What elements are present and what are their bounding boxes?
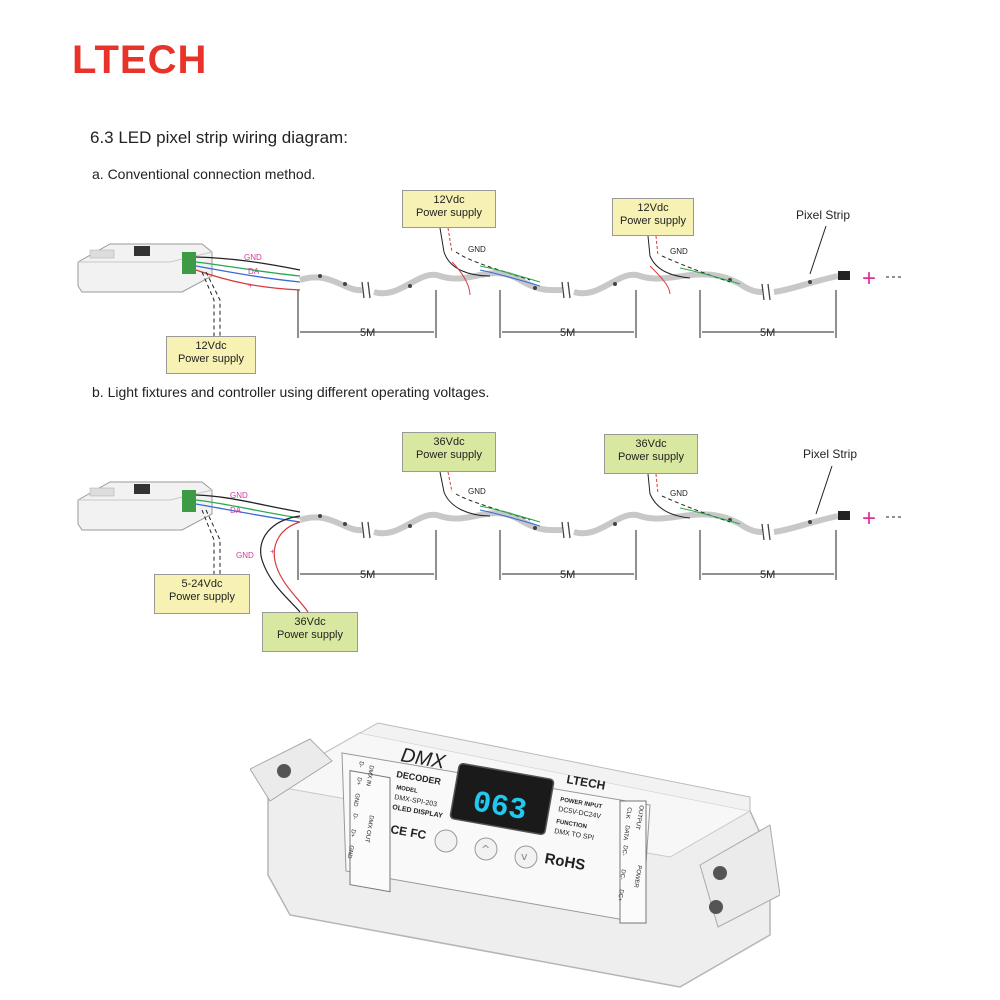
power-supply-a-top-1: 12Vdc Power supply bbox=[402, 190, 496, 228]
controller-device-a bbox=[77, 243, 213, 293]
pixel-strip-b bbox=[299, 510, 850, 541]
power-supply-voltage: 5-24Vdc bbox=[181, 578, 223, 590]
mounting-hole-left bbox=[277, 764, 291, 778]
pixel-strip-label-b: Pixel Strip bbox=[803, 447, 858, 461]
power-supply-a-controller: 12Vdc Power supply bbox=[166, 336, 256, 374]
terminal-block-a bbox=[182, 252, 196, 274]
power-supply-label: Power supply bbox=[177, 353, 245, 365]
controller-device-b bbox=[77, 481, 213, 531]
left-group-dmx-out: DMX OUT bbox=[363, 815, 374, 844]
left-terminal-1: D- bbox=[357, 761, 364, 768]
power-supply-a-top-2: 12Vdc Power supply bbox=[612, 198, 694, 236]
wire-label-da-b: DA bbox=[230, 506, 242, 515]
right-terminal-block bbox=[619, 800, 647, 924]
power-supply-label: Power supply bbox=[415, 207, 483, 219]
menu-button[interactable] bbox=[434, 829, 458, 853]
power-supply-voltage: 36Vdc bbox=[635, 438, 667, 450]
right-terminal-5: DC+ bbox=[616, 889, 624, 903]
power-supply-voltage: 12Vdc bbox=[637, 202, 669, 214]
power-supply-voltage: 36Vdc bbox=[294, 616, 326, 628]
right-terminal-4: DC- bbox=[618, 869, 626, 881]
pixel-strip-label-a: Pixel Strip bbox=[796, 208, 851, 222]
left-group-dmx-in: DMX IN bbox=[364, 765, 374, 787]
chevron-up-icon: ^ bbox=[481, 843, 490, 856]
power-supply-b-top-1: 36Vdc Power supply bbox=[402, 432, 496, 472]
left-terminal-block bbox=[349, 770, 391, 893]
strip-end-plus-b: + bbox=[862, 505, 876, 532]
strip-end-plus-a: + bbox=[862, 265, 876, 292]
cert-marks: CE FC bbox=[389, 822, 427, 842]
segment-length-a1: 5M bbox=[360, 327, 375, 339]
wire-label-gnd-b: GND bbox=[230, 491, 248, 500]
segment-length-a3: 5M bbox=[760, 327, 775, 339]
right-group-power: POWER bbox=[632, 865, 642, 889]
segment-length-b3: 5M bbox=[760, 569, 775, 581]
power-supply-label: Power supply bbox=[168, 591, 236, 603]
controller-screen-b bbox=[134, 484, 150, 494]
wire-label-plus-b-strip: + bbox=[270, 547, 275, 556]
left-terminal-2: D+ bbox=[355, 777, 362, 786]
pixel-strip-a bbox=[299, 270, 850, 301]
dmx-decoder-device: 063 ^ v DMX DECODER MODEL DMX-SPI-203 OL… bbox=[250, 722, 780, 988]
brand-logo: LTECH bbox=[72, 38, 208, 82]
power-supply-voltage: 12Vdc bbox=[433, 194, 465, 206]
wire-label-gnd-b1: GND bbox=[468, 487, 486, 496]
segment-length-b1: 5M bbox=[360, 569, 375, 581]
section-heading: 6.3 LED pixel strip wiring diagram: bbox=[90, 128, 348, 147]
wire-label-da-a: DA bbox=[248, 267, 260, 276]
left-terminal-6: GND bbox=[346, 845, 354, 860]
power-supply-voltage: 12Vdc bbox=[195, 340, 227, 352]
power-supply-label: Power supply bbox=[276, 629, 344, 641]
right-terminal-1: CLK bbox=[624, 807, 632, 820]
power-supply-b-strip: 36Vdc Power supply bbox=[262, 612, 358, 652]
segment-length-a2: 5M bbox=[560, 327, 575, 339]
wiring-diagrams: GND DA + GND GND + bbox=[77, 225, 904, 613]
left-terminal-5: D+ bbox=[349, 829, 356, 838]
segment-length-b2: 5M bbox=[560, 569, 575, 581]
wire-label-gnd-b2: GND bbox=[670, 489, 688, 498]
right-group-output: OUTPUT bbox=[634, 805, 644, 831]
wire-label-plus-a: + bbox=[248, 281, 253, 290]
mounting-hole-right-1 bbox=[713, 866, 727, 880]
power-supply-b-top-2: 36Vdc Power supply bbox=[604, 434, 698, 474]
power-supply-b-controller: 5-24Vdc Power supply bbox=[154, 574, 250, 614]
oled-display bbox=[449, 762, 555, 836]
up-button[interactable] bbox=[474, 837, 498, 861]
wire-label-gnd-b-strip: GND bbox=[236, 551, 254, 560]
method-b-title: b. Light fixtures and controller using d… bbox=[92, 384, 490, 400]
wire-label-gnd-a2: GND bbox=[670, 247, 688, 256]
down-button[interactable] bbox=[514, 845, 538, 869]
model-label: MODEL bbox=[396, 785, 419, 795]
device-brand: LTECH bbox=[565, 772, 606, 793]
power-supply-voltage: 36Vdc bbox=[433, 436, 465, 448]
controller-screen-a bbox=[134, 246, 150, 256]
right-terminal-2: DATA bbox=[621, 825, 630, 841]
power-supply-label: Power supply bbox=[415, 449, 483, 461]
left-terminal-4: D- bbox=[351, 813, 358, 820]
mounting-hole-right-2 bbox=[709, 900, 723, 914]
wire-label-gnd-a: GND bbox=[244, 253, 262, 262]
rohs-mark: RoHS bbox=[543, 850, 586, 874]
function-label: FUNCTION bbox=[556, 819, 588, 830]
power-supply-label: Power supply bbox=[619, 215, 687, 227]
method-a-title: a. Conventional connection method. bbox=[92, 166, 316, 182]
right-terminal-3: DC- bbox=[620, 845, 628, 857]
wire-label-gnd-a1: GND bbox=[468, 245, 486, 254]
power-supply-label: Power supply bbox=[617, 451, 685, 463]
terminal-block-b bbox=[182, 490, 196, 512]
chevron-down-icon: v bbox=[521, 850, 528, 863]
left-terminal-3: GND bbox=[352, 793, 360, 808]
